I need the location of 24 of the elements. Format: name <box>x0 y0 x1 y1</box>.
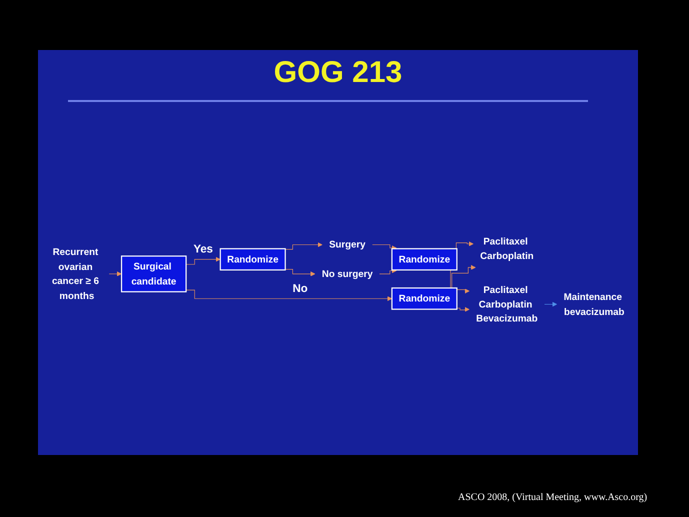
node-text: Paclitaxel Carboplatin Bevacizumab <box>476 284 538 324</box>
title: GOG 213 <box>272 56 404 90</box>
node-text: Maintenance bevacizumab <box>564 292 624 317</box>
arrow <box>379 268 397 274</box>
node-box <box>220 248 286 271</box>
node-text: Recurrent ovarian cancer ≥ 6 months <box>52 246 99 301</box>
arrow <box>544 302 558 307</box>
slide-background: GOG 213 Yes No Recurrent ovarian cancer ≥ 6 months Surgical candidate Randomize Surgery Randomize No surgery Randomize Paclitaxel Carboplatin Paclitaxel Carboplatin Bevacizumab Maintenance bevacizumab <box>38 50 638 455</box>
caption: ASCO 2008, (Virtual Meeting, www.Asco.org) <box>458 492 648 503</box>
edge-label: Yes <box>193 243 213 256</box>
arrow <box>284 242 323 250</box>
node-text: Paclitaxel Carboplatin <box>480 236 534 261</box>
node-text: No surgery <box>322 268 373 280</box>
arrow <box>284 269 316 276</box>
node-box <box>120 256 187 292</box>
node-text: Surgery <box>329 239 366 250</box>
arrow <box>456 306 470 312</box>
node-box <box>391 287 458 310</box>
arrow <box>372 244 397 250</box>
arrow <box>186 256 221 265</box>
arrow <box>108 271 122 276</box>
arrow <box>186 290 392 302</box>
edge-label: No <box>292 282 308 295</box>
node-box <box>391 248 458 271</box>
